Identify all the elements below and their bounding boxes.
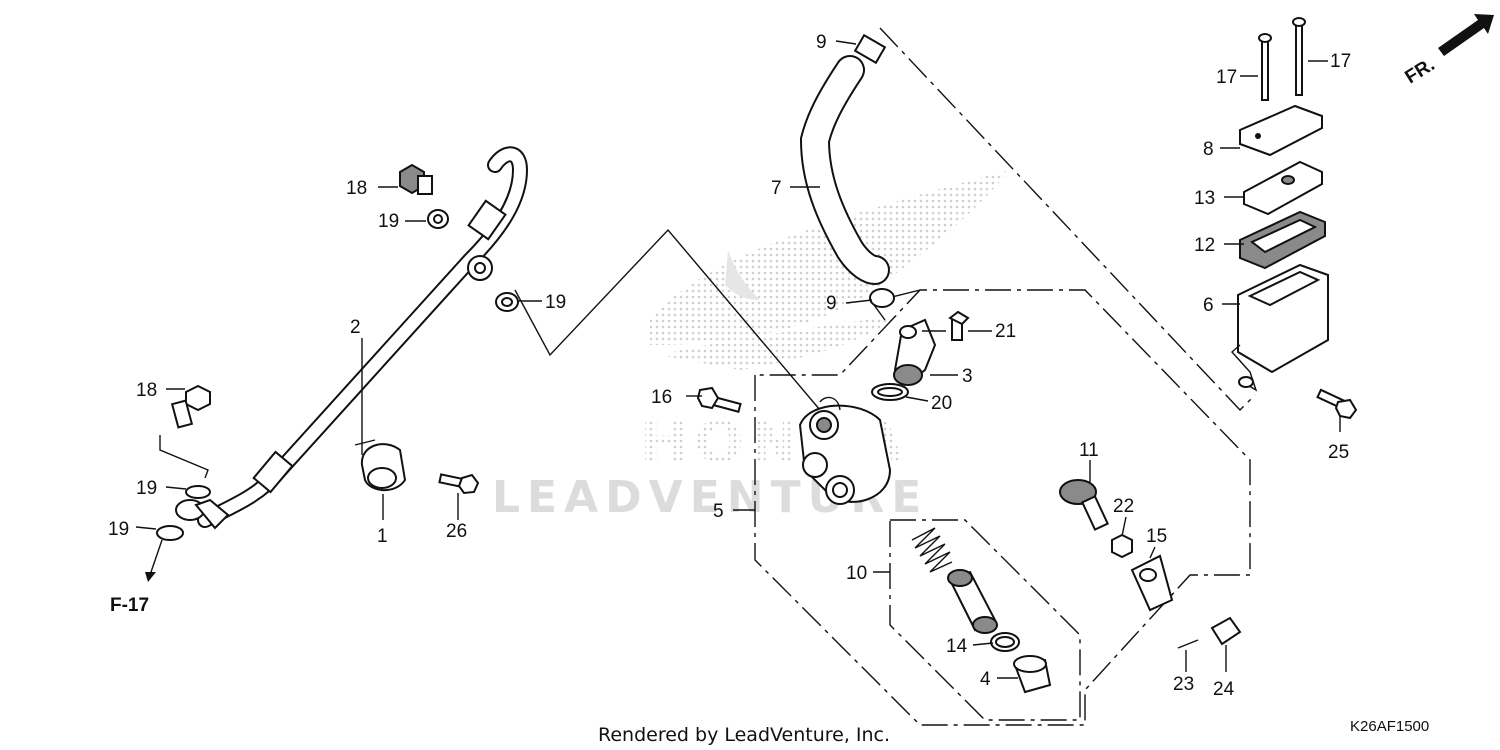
reservoir-cap — [1239, 104, 1323, 157]
reference-f17: F-17 — [110, 595, 149, 616]
callout-23: 23 — [1173, 674, 1194, 695]
cotter-pin — [1177, 639, 1199, 649]
cap-screw-right — [1292, 17, 1306, 96]
callout-22: 22 — [1113, 496, 1134, 517]
front-marker: FR. — [1402, 54, 1439, 88]
callout-3: 3 — [962, 366, 973, 387]
master-cylinder-bolt — [696, 386, 742, 413]
leader-lines — [135, 40, 1341, 679]
banjo-bolt-top — [399, 163, 433, 195]
footer-credit: Rendered by LeadVenture, Inc. — [598, 724, 890, 746]
reservoir-hose — [799, 55, 890, 285]
banjo-bolt-bottom — [170, 384, 211, 429]
callout-15: 15 — [1146, 526, 1167, 547]
callout-19-c: 19 — [136, 478, 157, 499]
pivot-bolt — [1059, 479, 1110, 531]
diaphragm — [1239, 210, 1326, 270]
callout-labels: 9 7 9 17 17 8 13 12 6 25 18 19 19 2 18 1… — [108, 32, 1439, 700]
diagram-code: K26AF1500 — [1350, 718, 1429, 735]
callout-18-bottom: 18 — [136, 380, 157, 401]
clip-bolt — [438, 473, 480, 495]
callout-12: 12 — [1194, 235, 1215, 256]
hose-clamp-top — [853, 33, 887, 65]
callout-16: 16 — [651, 387, 672, 408]
callout-8: 8 — [1203, 139, 1214, 160]
callout-20: 20 — [931, 393, 952, 414]
callout-26: 26 — [446, 521, 467, 542]
callout-21: 21 — [995, 321, 1016, 342]
callout-1: 1 — [377, 526, 388, 547]
callout-19-d: 19 — [108, 519, 129, 540]
callout-18-top: 18 — [346, 178, 367, 199]
spring — [911, 527, 953, 573]
reservoir-joint — [893, 318, 937, 387]
leader-zigzag — [514, 228, 821, 411]
cap-plate — [1243, 160, 1323, 216]
reservoir — [1231, 263, 1329, 392]
callout-13: 13 — [1194, 188, 1215, 209]
reservoir-bolt — [1316, 388, 1358, 420]
washer-low-1 — [185, 485, 211, 499]
master-cylinder — [798, 396, 892, 505]
leader-bracket — [159, 435, 209, 479]
callout-14: 14 — [946, 636, 968, 657]
callout-4: 4 — [980, 669, 991, 690]
callout-5: 5 — [713, 501, 724, 522]
callout-9-top: 9 — [816, 32, 827, 53]
assembly-boundary — [879, 27, 1256, 412]
callout-17-left: 17 — [1216, 67, 1237, 88]
joint-screw — [948, 310, 970, 341]
brake-switch — [1130, 554, 1174, 612]
callout-25: 25 — [1328, 442, 1349, 463]
callout-24: 24 — [1213, 679, 1235, 700]
callout-19-b: 19 — [545, 292, 566, 313]
callout-19-a: 19 — [378, 211, 399, 232]
front-arrow-icon — [1438, 14, 1494, 56]
hose-clamp-bottom — [869, 288, 895, 321]
piston — [947, 569, 998, 634]
callout-10: 10 — [846, 563, 867, 584]
callout-7: 7 — [771, 178, 782, 199]
assembly-boundary-inner — [889, 519, 1081, 721]
callout-17-right: 17 — [1330, 51, 1351, 72]
piston-boot — [1013, 655, 1052, 694]
hose-clip — [354, 439, 407, 492]
callout-2: 2 — [350, 317, 361, 338]
cap-screw-left — [1258, 33, 1272, 101]
brake-hose — [175, 146, 529, 530]
switch-boot — [1210, 616, 1242, 646]
callout-9-bottom: 9 — [826, 293, 837, 314]
washer-low-2 — [156, 525, 184, 541]
pivot-nut — [1111, 533, 1133, 559]
callout-6: 6 — [1203, 295, 1214, 316]
assembly-boundary-body — [754, 289, 1251, 726]
callout-11: 11 — [1079, 440, 1099, 461]
